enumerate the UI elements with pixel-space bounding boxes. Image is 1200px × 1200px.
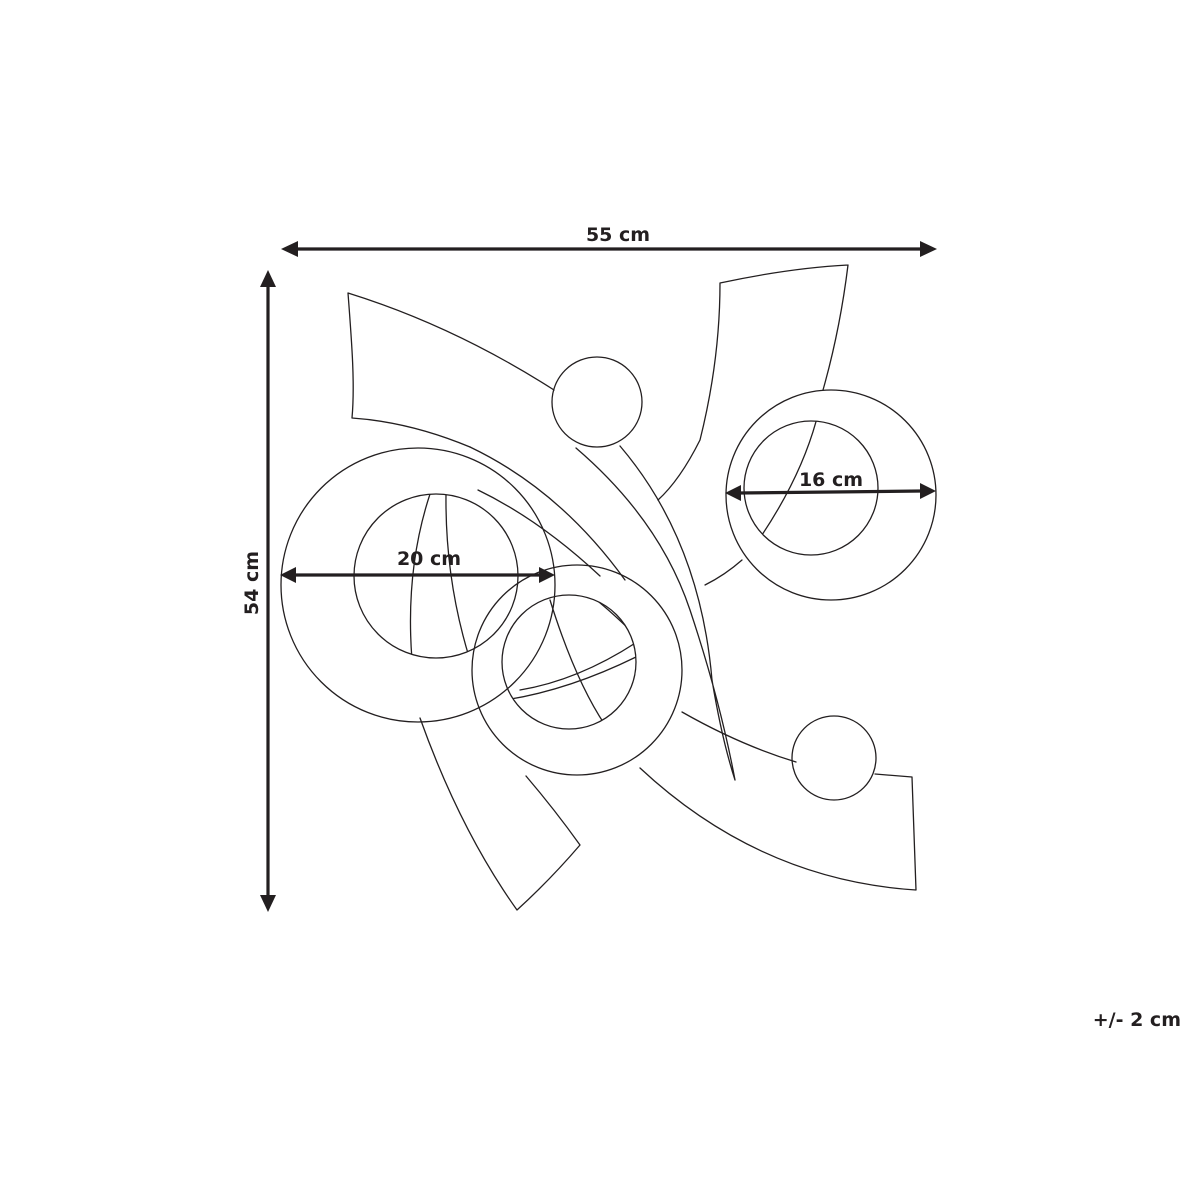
center-arc — [469, 446, 626, 581]
width-label: 55 cm — [586, 224, 650, 246]
height-dimension: 54 cm — [241, 270, 276, 912]
small-ring-label: 16 cm — [799, 469, 863, 491]
width-dimension: 55 cm — [281, 224, 937, 257]
height-label: 54 cm — [241, 551, 263, 615]
lower-right-blade — [639, 711, 917, 891]
large-ring-label: 20 cm — [397, 548, 461, 570]
diagonal-blade — [575, 445, 736, 781]
large-ring-outer — [280, 447, 556, 723]
artwork-outline — [280, 264, 937, 911]
large-ring-stripes — [409, 494, 471, 658]
lower-left-blade — [419, 717, 581, 911]
middle-ring-outer — [471, 564, 683, 776]
right-ring-outer — [725, 389, 937, 601]
tolerance-note: +/- 2 cm — [1093, 1009, 1181, 1031]
upper-left-blade — [347, 292, 555, 448]
large-ring-dimension: 20 cm — [280, 548, 555, 583]
top-small-disc — [551, 356, 643, 448]
lower-right-small-disc — [791, 715, 877, 801]
top-right-blade — [657, 264, 849, 501]
small-ring-dimension: 16 cm — [725, 469, 936, 501]
right-ring-inner — [743, 420, 879, 556]
right-ring-blade-tail — [704, 559, 743, 586]
middle-ring-inner — [501, 594, 637, 730]
